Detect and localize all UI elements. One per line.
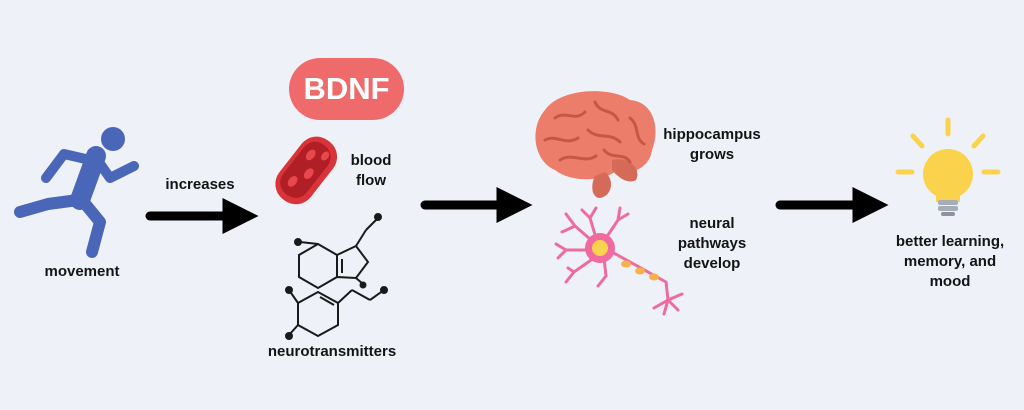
hippocampus-label: hippocampus grows bbox=[663, 126, 761, 163]
neuron-icon bbox=[554, 206, 684, 316]
bdnf-label: BDNF bbox=[303, 71, 390, 106]
neural-pathways-label: neural pathways develop bbox=[677, 215, 747, 272]
brain-icon bbox=[535, 91, 656, 198]
blood-vessel-icon bbox=[275, 136, 338, 205]
bdnf-badge bbox=[289, 58, 404, 120]
neurotransmitters-label: neurotransmitters bbox=[267, 343, 397, 360]
neuron-body bbox=[585, 233, 659, 281]
lightbulb-icon bbox=[895, 117, 1001, 216]
blood-flow-label: blood flow bbox=[350, 152, 392, 189]
increases-label: increases bbox=[165, 176, 235, 193]
movement-label: movement bbox=[44, 263, 120, 280]
runner-icon bbox=[14, 127, 139, 258]
serotonin-molecule-icon bbox=[294, 213, 382, 290]
dopamine-molecule-icon bbox=[285, 286, 388, 340]
outcome-label: better learning, memory, and mood bbox=[895, 233, 1005, 290]
